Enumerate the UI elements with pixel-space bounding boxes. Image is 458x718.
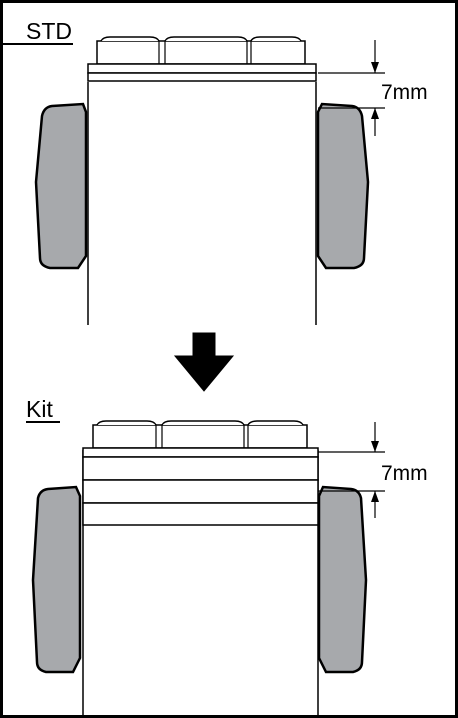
- std-tire-right: [316, 102, 370, 270]
- kit-panel: Kit 7m: [26, 396, 428, 718]
- std-hub-nut: [96, 36, 306, 65]
- std-flange: [87, 72, 317, 82]
- kit-spacer-upper: [82, 479, 319, 504]
- kit-dimension-label: 7mm: [381, 462, 428, 485]
- kit-flange: [82, 456, 319, 481]
- std-tire-left: [34, 102, 88, 270]
- std-dimension-label: 7mm: [381, 81, 428, 104]
- kit-hub-nut: [92, 420, 308, 449]
- std-washer: [87, 63, 317, 74]
- kit-tire-left: [31, 485, 82, 674]
- std-panel: STD 7mm: [0, 18, 428, 325]
- kit-spacer-lower: [82, 502, 319, 526]
- kit-tire-right: [317, 485, 368, 674]
- std-dimension: 7mm: [318, 40, 428, 136]
- kit-label: Kit: [26, 396, 53, 422]
- std-label: STD: [26, 18, 72, 44]
- kit-washer: [82, 447, 319, 458]
- kit-dimension: 7mm: [318, 422, 428, 518]
- down-arrow-icon: [173, 332, 235, 392]
